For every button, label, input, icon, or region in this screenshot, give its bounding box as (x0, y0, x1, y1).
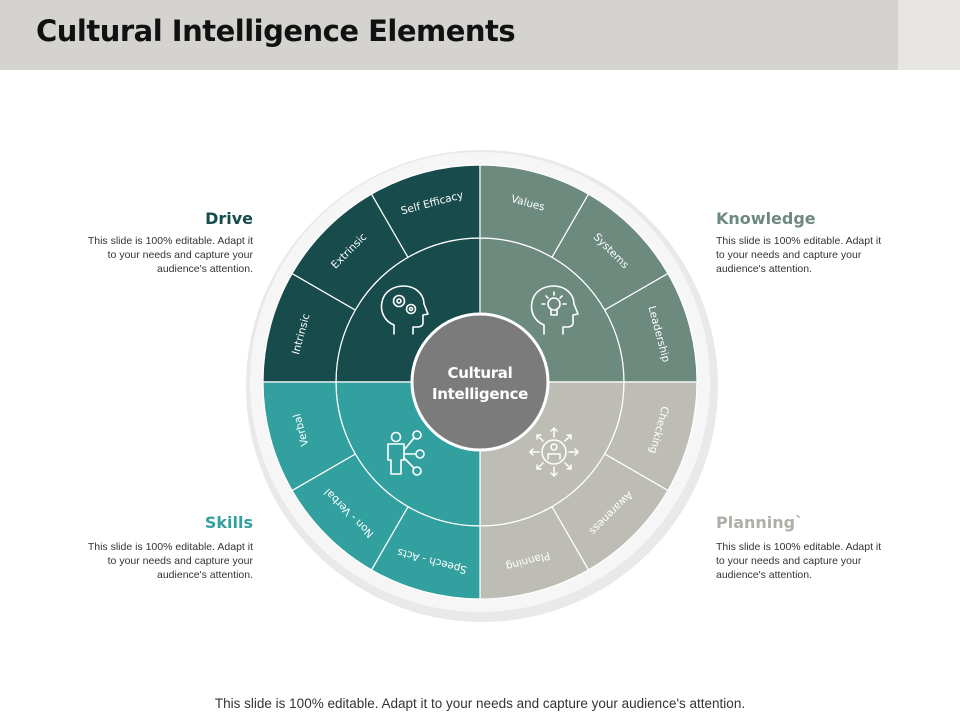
title-bar (0, 0, 898, 70)
center-label-line2: Intelligence (432, 385, 528, 403)
knowledge-description: This slide is 100% editable. Adapt it to… (716, 235, 882, 275)
skills-segment (262, 381, 357, 492)
center-hub (410, 312, 550, 452)
title-accent-block (898, 0, 960, 70)
drive-heading: Drive (205, 209, 253, 228)
person-network-icon (387, 430, 425, 476)
skills-heading: Skills (204, 513, 253, 532)
head-gears-icon (380, 285, 429, 335)
footer-note: This slide is 100% editable. Adapt it to… (214, 696, 746, 711)
planning-description: This slide is 100% editable. Adapt it to… (716, 541, 882, 581)
planning-heading: Planning` (716, 513, 804, 532)
page-title: Cultural Intelligence Elements (36, 14, 516, 48)
skills-description: This slide is 100% editable. Adapt it to… (87, 541, 253, 581)
knowledge-heading: Knowledge (716, 209, 816, 228)
center-label-line1: Cultural (448, 364, 513, 382)
person-arrows-icon (529, 427, 579, 477)
head-lightbulb-icon (530, 285, 579, 335)
drive-description: This slide is 100% editable. Adapt it to… (87, 235, 253, 275)
